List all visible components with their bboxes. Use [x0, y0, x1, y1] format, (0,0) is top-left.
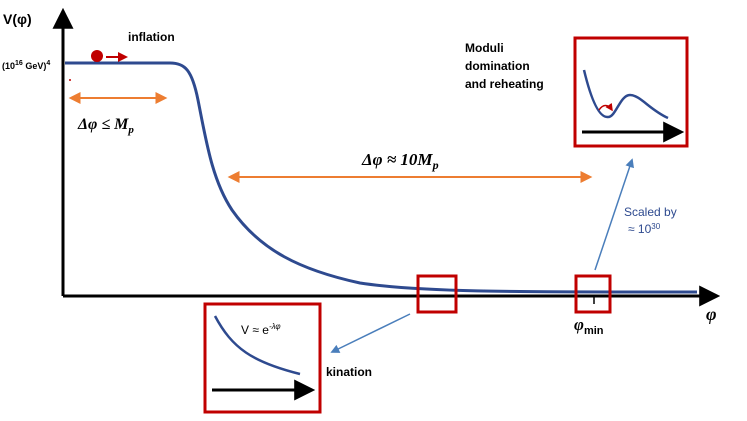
small-dot-mark	[69, 79, 71, 81]
kination-inset-curve	[213, 315, 301, 376]
delta-large-label: Δφ ≈ 10Mp	[361, 150, 439, 172]
kination-label: kination	[326, 365, 372, 379]
potential-curve	[65, 61, 698, 294]
kination-formula: V ≈ e-λφ	[241, 322, 281, 337]
inflaton-ball	[91, 50, 103, 62]
y-axis-label: V(φ)	[3, 11, 32, 27]
delta-small-label: Δφ ≤ Mp	[77, 116, 134, 136]
moduli-inset-curve	[582, 69, 669, 120]
kination-zoom-box	[416, 274, 458, 314]
x-axis-label: φ	[706, 304, 717, 324]
minimum-zoom-box	[574, 274, 612, 314]
scaled-label: Scaled by ≈ 1030	[624, 205, 680, 236]
moduli-pointer-arrow	[594, 158, 634, 271]
inflation-label: inflation	[128, 30, 175, 44]
phi-min-label: φmin	[574, 315, 604, 337]
moduli-inset-box	[573, 36, 689, 148]
moduli-oscillation-arrow	[598, 102, 613, 112]
kination-inset-box	[203, 302, 322, 414]
scale-label: (1016 GeV)4	[2, 60, 50, 71]
kination-pointer-arrow	[330, 313, 411, 353]
moduli-label: Moduli domination and reheating	[465, 41, 544, 91]
